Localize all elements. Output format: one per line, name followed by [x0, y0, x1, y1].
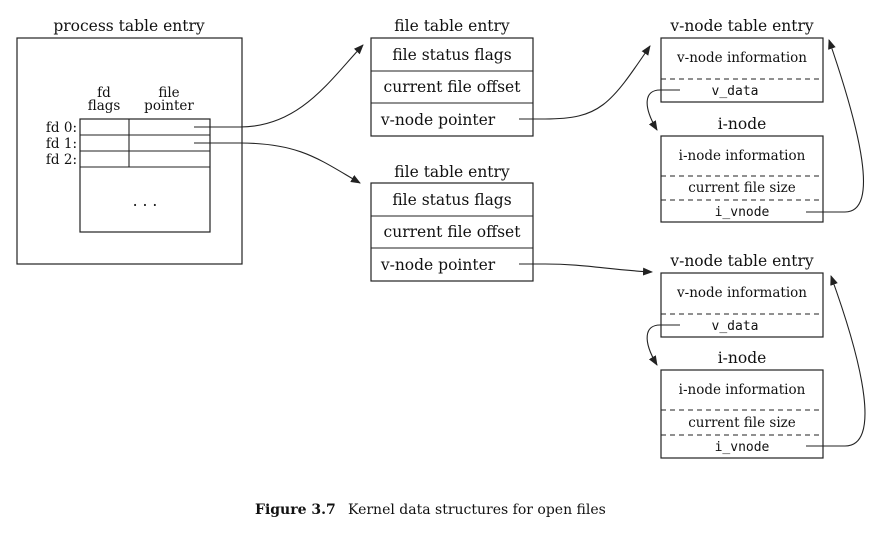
vnode-2-information: v-node information — [676, 285, 807, 301]
file-table-2-title: file table entry — [394, 163, 510, 181]
file-table-entry-2: file table entry file status flags curre… — [370, 163, 534, 282]
inode-1-information: i-node information — [679, 148, 806, 164]
file-table-2-current-offset: current file offset — [384, 223, 522, 241]
file-table-1-vnode-pointer: v-node pointer — [380, 111, 496, 129]
vnode-table-entry-2: v-node table entry v-node information v_… — [660, 252, 824, 338]
file-table-1-title: file table entry — [394, 17, 510, 35]
fd0-label: fd 0: — [46, 120, 77, 136]
inode-1-title: i-node — [718, 115, 767, 133]
arrow-fd0-to-file-table-1 — [194, 44, 364, 128]
vnode-1-information: v-node information — [676, 50, 807, 66]
file-table-1-current-offset: current file offset — [384, 78, 522, 96]
file-table-1-status-flags: file status flags — [392, 46, 511, 64]
process-table-entry: process table entry fd flags file pointe… — [16, 17, 243, 265]
vnode-1-v-data: v_data — [712, 84, 759, 99]
inode-1-current-file-size: current file size — [688, 180, 796, 196]
fd-table — [79, 118, 211, 233]
inode-1-i-vnode: i_vnode — [715, 205, 770, 220]
file-table-2-vnode-pointer: v-node pointer — [380, 256, 496, 274]
process-table-title: process table entry — [53, 17, 205, 35]
arrow-vnode-2-v-data-to-inode-2 — [646, 324, 680, 366]
arrow-file-table-1-to-vnode-1 — [519, 45, 651, 120]
fd-flags-header-line1: fd — [97, 85, 111, 101]
arrow-inode-1-i-vnode-to-vnode-1 — [806, 39, 864, 213]
inode-2-title: i-node — [718, 349, 767, 367]
vnode-2-title: v-node table entry — [669, 252, 814, 270]
file-pointer-header-line1: file — [158, 85, 179, 101]
vnode-table-entry-1: v-node table entry v-node information v_… — [660, 17, 824, 103]
fd1-label: fd 1: — [46, 136, 77, 152]
vnode-2-v-data: v_data — [712, 319, 759, 334]
arrow-vnode-1-v-data-to-inode-1 — [646, 89, 680, 131]
inode-2-current-file-size: current file size — [688, 415, 796, 431]
process-table-box — [16, 37, 243, 265]
arrow-inode-2-i-vnode-to-vnode-2 — [806, 275, 866, 447]
file-table-entry-1: file table entry file status flags curre… — [370, 17, 534, 137]
fd2-label: fd 2: — [46, 152, 77, 168]
file-table-2-status-flags: file status flags — [392, 191, 511, 209]
figure-caption-text: Kernel data structures for open files — [348, 502, 606, 518]
arrow-file-table-2-to-vnode-2 — [519, 263, 653, 276]
inode-1: i-node i-node information current file s… — [660, 115, 824, 223]
inode-2: i-node i-node information current file s… — [660, 349, 824, 459]
figure-label: Figure 3.7 — [255, 502, 336, 518]
fd-table-ellipsis: . . . — [133, 192, 158, 210]
file-pointer-header-line2: pointer — [144, 98, 194, 114]
arrow-fd1-to-file-table-2 — [194, 142, 361, 184]
figure-caption: Figure 3.7 Kernel data structures for op… — [255, 502, 606, 518]
vnode-1-title: v-node table entry — [669, 17, 814, 35]
inode-2-i-vnode: i_vnode — [715, 440, 770, 455]
fd-flags-header-line2: flags — [88, 98, 121, 114]
inode-2-information: i-node information — [679, 382, 806, 398]
